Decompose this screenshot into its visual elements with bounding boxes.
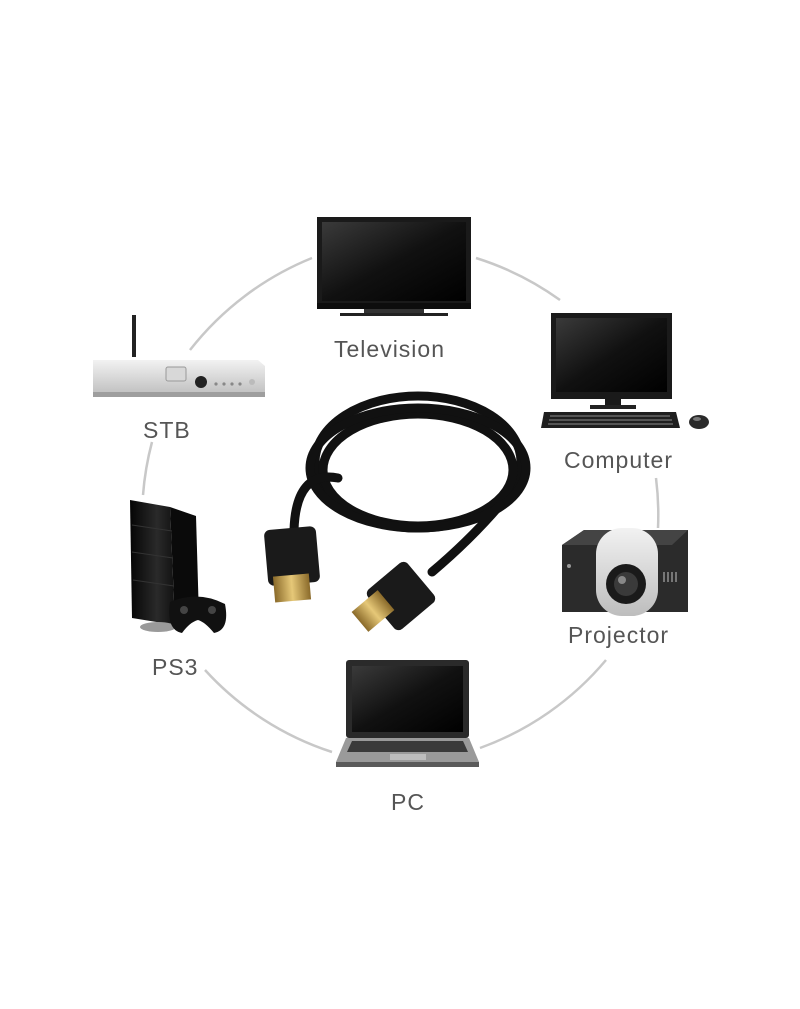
stb-label: STB xyxy=(143,417,191,443)
ring-segment-projector-pc xyxy=(479,659,607,750)
desktop-computer-icon xyxy=(541,313,709,429)
connection-ring xyxy=(141,256,660,754)
laptop-icon xyxy=(336,660,479,767)
projector-label: Projector xyxy=(568,622,670,648)
ring-segment-computer-projector xyxy=(654,477,660,529)
projector-icon xyxy=(562,528,688,616)
game-console-icon xyxy=(130,500,227,633)
set-top-box-icon xyxy=(93,315,265,397)
ring-segment-television-computer xyxy=(475,256,561,302)
ring-segment-ps3-stb xyxy=(141,441,154,496)
hdmi-cable-icon xyxy=(264,391,531,632)
ring-segment-pc-ps3 xyxy=(204,669,333,754)
television-label: Television xyxy=(334,336,445,362)
ps3-label: PS3 xyxy=(152,654,199,680)
television-icon xyxy=(317,217,471,316)
pc-label: PC xyxy=(391,789,425,815)
computer-label: Computer xyxy=(564,447,673,473)
ring-segment-stb-television xyxy=(189,256,313,351)
